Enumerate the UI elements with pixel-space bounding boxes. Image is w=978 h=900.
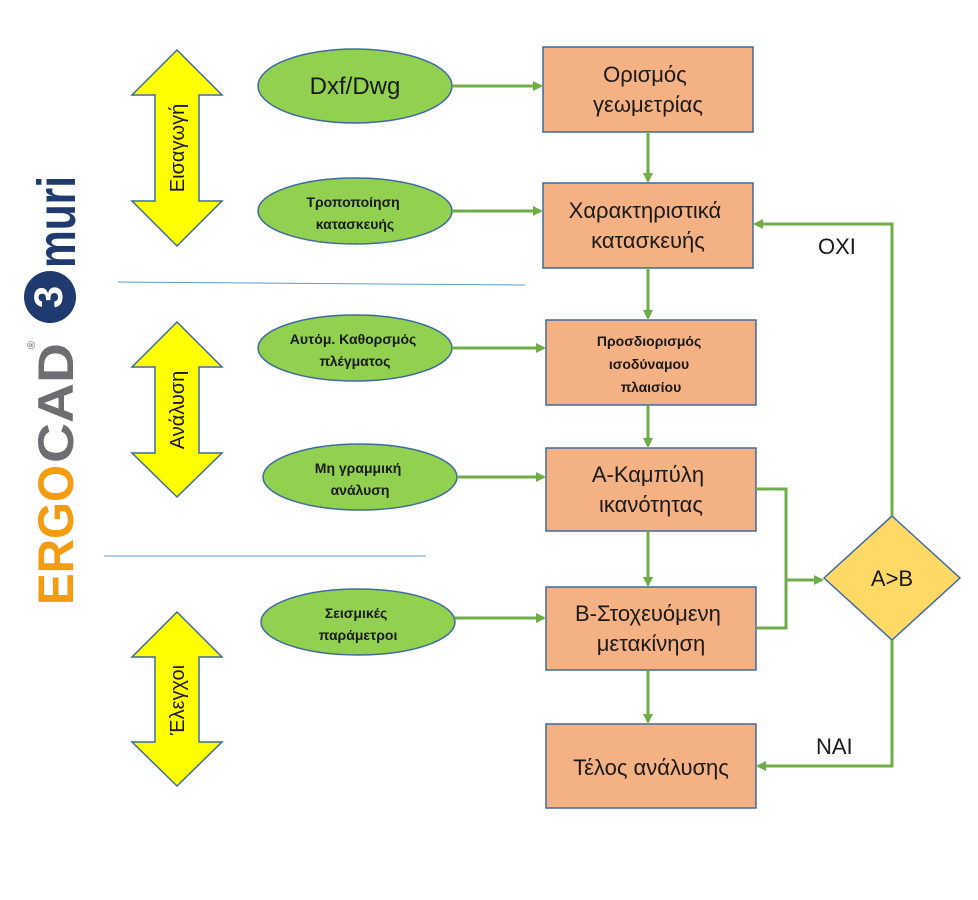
- svg-text:Β-Στοχευόμενη μετακίνηση: Β-Στοχευόμενη μετακίνηση: [575, 601, 727, 656]
- input-nonlinear-analysis-line1: Μη γραμμική: [315, 460, 402, 476]
- double-arrow-icon: [130, 320, 224, 499]
- input-seismic-parameters-line1: Σεισμικές: [325, 605, 387, 621]
- input-auto-mesh-line1: Αυτόμ. Καθορσμός: [290, 331, 417, 347]
- input-auto-mesh: Αυτόμ. Καθορσμός πλέγματος: [257, 314, 453, 382]
- step-capacity-curve-line2: ικανότητας: [599, 492, 703, 517]
- step-geometry-definition: Ορισμός γεωμετρίας: [542, 46, 754, 133]
- step-equivalent-frame-line3: πλαισίου: [621, 379, 681, 395]
- svg-text:Χαρακτηριστικά κατασκευή: Χαρακτηριστικά κατασκευής: [569, 198, 728, 253]
- double-arrow-icon: [130, 48, 224, 248]
- phase-arrow-import: Εισαγωγή: [130, 48, 224, 248]
- svg-text:Ορισμός γεωμετρίας: Ορισμός γεωμετρίας: [593, 62, 703, 117]
- logo-registered-mark: ®: [26, 341, 38, 349]
- decision-no-label: ΟΧΙ: [818, 234, 856, 259]
- step-equivalent-frame: Προσδιορισμός ισοδύναμου πλαισίου: [545, 319, 757, 406]
- connector-target-to-merge: [756, 580, 788, 630]
- logo-cad-text: CAD: [28, 343, 84, 463]
- input-structure-modification: Τροποποίηση κατασκευής: [257, 177, 453, 245]
- input-structure-modification-line2: κατασκευής: [316, 216, 394, 232]
- svg-text:Α-Καμπύλη ικανότητας: Α-Καμπύλη ικανότητας: [592, 462, 710, 517]
- input-nonlinear-analysis: Μη γραμμική ανάλυση: [262, 443, 458, 511]
- svg-text:Μη γραμμική ανάλυση: Μη γραμμική ανάλυση: [315, 460, 405, 498]
- connectors: [452, 81, 894, 771]
- svg-text:Τροποποίηση κατασκευής: Τροποποίηση κατασκευής: [306, 194, 403, 232]
- step-geometry-definition-line1: Ορισμός: [603, 62, 687, 87]
- input-seismic-parameters-line2: παράμετροι: [319, 627, 398, 643]
- phase-arrow-analysis: Ανάλυση: [130, 320, 224, 499]
- phase-label-checks: Έλεγχοι: [167, 665, 189, 736]
- input-dxf-dwg-label: Dxf/Dwg: [310, 73, 401, 100]
- step-capacity-curve: Α-Καμπύλη ικανότητας: [545, 447, 757, 532]
- step-geometry-definition-line2: γεωμετρίας: [593, 92, 703, 117]
- decision-yes-label: ΝΑΙ: [816, 734, 853, 759]
- step-end-of-analysis-label: Τέλος ανάλυσης: [573, 755, 729, 780]
- decision-label: Α>Β: [871, 566, 913, 591]
- step-end-of-analysis: Τέλος ανάλυσης: [545, 723, 757, 809]
- input-auto-mesh-line2: πλέγματος: [320, 353, 391, 369]
- step-equivalent-frame-line1: Προσδιορισμός: [597, 333, 701, 349]
- logo-3muri: 3 muri: [24, 176, 87, 323]
- step-structure-characteristics: Χαρακτηριστικά κατασκευής: [542, 182, 754, 269]
- input-seismic-parameters: Σεισμικές παράμετροι: [260, 588, 456, 656]
- logo-ergocad-wordmark: ERGO CAD ®: [26, 341, 84, 605]
- step-target-displacement-line2: μετακίνηση: [597, 631, 706, 656]
- step-equivalent-frame-line2: ισοδύναμου: [609, 356, 689, 372]
- input-dxf-dwg: Dxf/Dwg: [257, 48, 453, 124]
- step-structure-characteristics-line2: κατασκευής: [591, 228, 705, 253]
- connector-decision-no-loop: [753, 219, 894, 516]
- svg-text:Dxf/Dwg: Dxf/Dwg: [310, 73, 401, 100]
- step-capacity-curve-line1: Α-Καμπύλη: [592, 462, 704, 487]
- phase-label-import: Εισαγωγή: [167, 104, 189, 192]
- step-target-displacement: Β-Στοχευόμενη μετακίνηση: [545, 586, 757, 671]
- input-structure-modification-line1: Τροποποίηση: [306, 194, 399, 210]
- connector-decision-yes-end: [756, 640, 894, 771]
- step-structure-characteristics-line1: Χαρακτηριστικά: [569, 198, 722, 223]
- logo-muri-text: muri: [27, 176, 87, 268]
- section-divider-1: [117, 281, 526, 286]
- svg-text:Αυτόμ. Καθορσμός πλέγματ: Αυτόμ. Καθορσμός πλέγματος: [290, 331, 420, 369]
- svg-text:Προσδιορισμός ισοδύναμου: Προσδιορισμός ισοδύναμου πλαισίου: [597, 333, 705, 395]
- decision-a-greater-b: Α>Β: [822, 514, 962, 642]
- connector-capacity-to-decision: [756, 487, 824, 585]
- logo-ergo-text: ERGO: [28, 465, 84, 605]
- logo-3-badge: [24, 271, 76, 323]
- svg-text:Σεισμικές παράμετροι: Σεισμικές παράμετροι: [319, 605, 398, 643]
- phase-label-analysis: Ανάλυση: [167, 371, 189, 449]
- double-arrow-icon: [130, 610, 224, 788]
- logo-ergocad-3muri: ERGO CAD ® 3 muri: [24, 176, 87, 605]
- step-target-displacement-line1: Β-Στοχευόμενη: [575, 601, 721, 626]
- logo-3-numeral: 3: [27, 286, 71, 308]
- input-nonlinear-analysis-line2: ανάλυση: [331, 482, 390, 498]
- svg-text:Τέλος ανάλυσης: Τέλος ανάλυσης: [573, 755, 729, 780]
- phase-arrow-checks: Έλεγχοι: [130, 610, 224, 788]
